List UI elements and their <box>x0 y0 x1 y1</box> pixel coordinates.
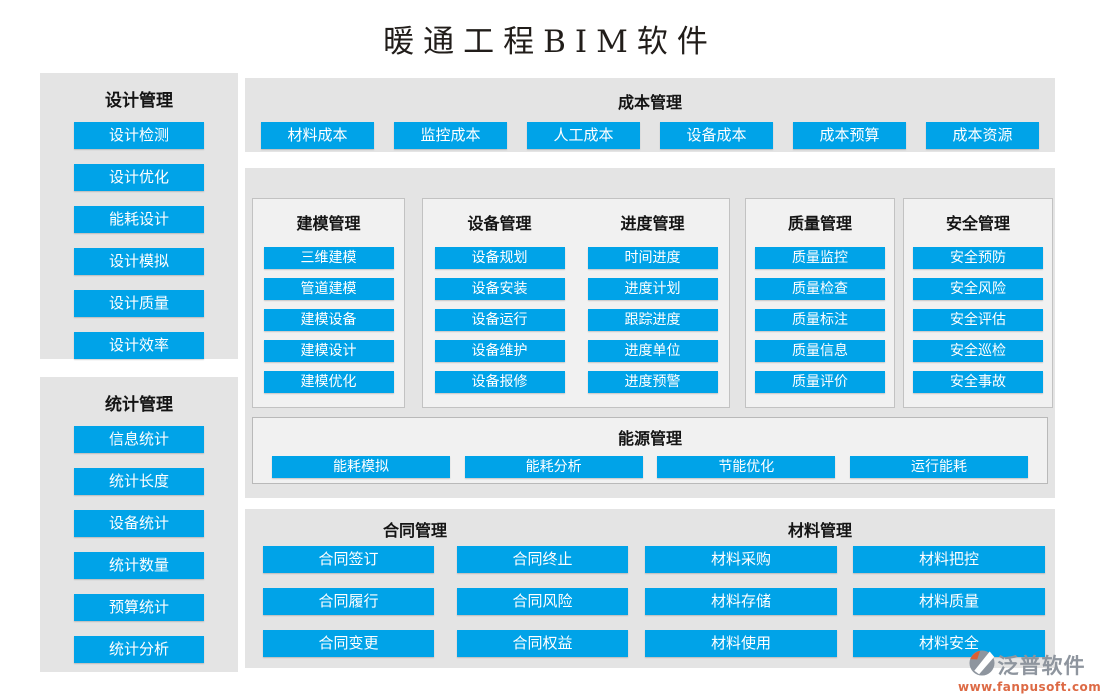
safety-item-button[interactable]: 安全风险 <box>913 278 1043 300</box>
equipment-management-column: 设备管理 设备规划 设备安装 设备运行 设备维护 设备报修 <box>423 199 576 407</box>
statistics-item-button[interactable]: 预算统计 <box>74 594 204 621</box>
contract-item-button[interactable]: 合同履行 <box>263 588 434 615</box>
cost-item-button[interactable]: 成本资源 <box>926 122 1039 149</box>
bottom-row: 合同签订 合同终止 材料采购 材料把控 <box>245 546 1055 573</box>
energy-item-button[interactable]: 能耗分析 <box>464 456 643 478</box>
cost-item-button[interactable]: 监控成本 <box>394 122 507 149</box>
energy-item-button[interactable]: 运行能耗 <box>849 456 1028 478</box>
bottom-row: 合同变更 合同权益 材料使用 材料安全 <box>245 630 1055 657</box>
contract-item-button[interactable]: 合同权益 <box>457 630 628 657</box>
contract-item-button[interactable]: 合同风险 <box>457 588 628 615</box>
cost-item-button[interactable]: 材料成本 <box>261 122 374 149</box>
brand-watermark: 泛普软件 www.fanpusoft.com <box>958 650 1100 694</box>
equipment-item-button[interactable]: 设备安装 <box>434 278 565 300</box>
statistics-item-button[interactable]: 统计长度 <box>74 468 204 495</box>
contract-item-button[interactable]: 合同变更 <box>263 630 434 657</box>
design-management-panel: 设计管理 设计检测 设计优化 能耗设计 设计模拟 设计质量 设计效率 <box>40 73 238 359</box>
material-item-button[interactable]: 材料安全 <box>853 630 1045 657</box>
design-item-button[interactable]: 设计质量 <box>74 290 204 317</box>
quality-management-title: 质量管理 <box>787 214 852 233</box>
quality-item-button[interactable]: 质量检查 <box>755 278 885 300</box>
design-item-button[interactable]: 能耗设计 <box>74 206 204 233</box>
safety-item-button[interactable]: 安全预防 <box>913 247 1043 269</box>
statistics-item-button[interactable]: 信息统计 <box>74 426 204 453</box>
core-modules-panel: 建模管理 三维建模 管道建模 建模设备 建模设计 建模优化 设备管理 设备规划 … <box>245 168 1055 498</box>
equipment-schedule-box: 设备管理 设备规划 设备安装 设备运行 设备维护 设备报修 进度管理 时间进度 … <box>422 198 730 408</box>
design-item-button[interactable]: 设计模拟 <box>74 248 204 275</box>
design-item-button[interactable]: 设计检测 <box>74 122 204 149</box>
modeling-item-button[interactable]: 建模优化 <box>263 371 394 393</box>
fanpu-logo-icon <box>968 650 995 680</box>
contract-material-panel: 合同管理 材料管理 合同签订 合同终止 材料采购 材料把控 合同履行 合同风险 … <box>245 509 1055 668</box>
quality-management-box: 质量管理 质量监控 质量检查 质量标注 质量信息 质量评价 <box>745 198 895 408</box>
statistics-management-panel: 统计管理 信息统计 统计长度 设备统计 统计数量 预算统计 统计分析 <box>40 377 238 672</box>
module-column-row: 建模管理 三维建模 管道建模 建模设备 建模设计 建模优化 设备管理 设备规划 … <box>245 198 1055 408</box>
equipment-management-title: 设备管理 <box>467 214 532 233</box>
cost-management-title: 成本管理 <box>617 93 682 112</box>
cost-item-button[interactable]: 设备成本 <box>660 122 773 149</box>
energy-item-button[interactable]: 能耗模拟 <box>272 456 450 478</box>
quality-item-button[interactable]: 质量评价 <box>755 371 885 393</box>
material-item-button[interactable]: 材料存储 <box>645 588 837 615</box>
statistics-item-button[interactable]: 统计数量 <box>74 552 204 579</box>
page-title: 暖通工程BIM软件 <box>383 24 717 60</box>
safety-item-button[interactable]: 安全事故 <box>913 371 1043 393</box>
material-management-title: 材料管理 <box>787 521 852 540</box>
material-item-button[interactable]: 材料采购 <box>645 546 837 573</box>
brand-url: www.fanpusoft.com <box>958 680 1100 694</box>
modeling-item-button[interactable]: 建模设计 <box>263 340 394 362</box>
brand-name: 泛普软件 <box>997 654 1086 678</box>
modeling-management-title: 建模管理 <box>296 214 361 233</box>
safety-item-button[interactable]: 安全巡检 <box>913 340 1043 362</box>
bottom-row: 合同履行 合同风险 材料存储 材料质量 <box>245 588 1055 615</box>
safety-management-title: 安全管理 <box>945 214 1010 233</box>
equipment-item-button[interactable]: 设备报修 <box>434 371 565 393</box>
modeling-item-button[interactable]: 管道建模 <box>263 278 394 300</box>
cost-item-button[interactable]: 成本预算 <box>793 122 906 149</box>
equipment-item-button[interactable]: 设备规划 <box>434 247 565 269</box>
modeling-item-button[interactable]: 建模设备 <box>263 309 394 331</box>
cost-management-panel: 成本管理 材料成本 监控成本 人工成本 设备成本 成本预算 成本资源 <box>245 78 1055 152</box>
modeling-management-box: 建模管理 三维建模 管道建模 建模设备 建模设计 建模优化 <box>252 198 405 408</box>
energy-management-box: 能源管理 能耗模拟 能耗分析 节能优化 运行能耗 <box>252 417 1048 484</box>
cost-button-row: 材料成本 监控成本 人工成本 设备成本 成本预算 成本资源 <box>245 122 1055 149</box>
modeling-item-button[interactable]: 三维建模 <box>263 247 394 269</box>
schedule-item-button[interactable]: 时间进度 <box>587 247 718 269</box>
equipment-item-button[interactable]: 设备维护 <box>434 340 565 362</box>
cost-item-button[interactable]: 人工成本 <box>527 122 640 149</box>
schedule-item-button[interactable]: 进度单位 <box>587 340 718 362</box>
statistics-item-button[interactable]: 统计分析 <box>74 636 204 663</box>
quality-item-button[interactable]: 质量监控 <box>755 247 885 269</box>
contract-item-button[interactable]: 合同终止 <box>457 546 628 573</box>
contract-item-button[interactable]: 合同签订 <box>263 546 434 573</box>
safety-management-box: 安全管理 安全预防 安全风险 安全评估 安全巡检 安全事故 <box>903 198 1053 408</box>
schedule-item-button[interactable]: 进度预警 <box>587 371 718 393</box>
material-item-button[interactable]: 材料使用 <box>645 630 837 657</box>
schedule-item-button[interactable]: 进度计划 <box>587 278 718 300</box>
material-item-button[interactable]: 材料质量 <box>853 588 1045 615</box>
schedule-management-column: 进度管理 时间进度 进度计划 跟踪进度 进度单位 进度预警 <box>576 199 729 407</box>
schedule-management-title: 进度管理 <box>620 214 685 233</box>
equipment-item-button[interactable]: 设备运行 <box>434 309 565 331</box>
design-management-title: 设计管理 <box>105 91 173 111</box>
energy-item-button[interactable]: 节能优化 <box>657 456 836 478</box>
statistics-item-button[interactable]: 设备统计 <box>74 510 204 537</box>
design-item-button[interactable]: 设计效率 <box>74 332 204 359</box>
statistics-management-title: 统计管理 <box>105 395 173 415</box>
material-item-button[interactable]: 材料把控 <box>853 546 1045 573</box>
energy-management-title: 能源管理 <box>617 429 682 448</box>
energy-button-row: 能耗模拟 能耗分析 节能优化 运行能耗 <box>253 456 1047 478</box>
quality-item-button[interactable]: 质量信息 <box>755 340 885 362</box>
schedule-item-button[interactable]: 跟踪进度 <box>587 309 718 331</box>
quality-item-button[interactable]: 质量标注 <box>755 309 885 331</box>
contract-management-title: 合同管理 <box>382 521 447 540</box>
design-item-button[interactable]: 设计优化 <box>74 164 204 191</box>
safety-item-button[interactable]: 安全评估 <box>913 309 1043 331</box>
